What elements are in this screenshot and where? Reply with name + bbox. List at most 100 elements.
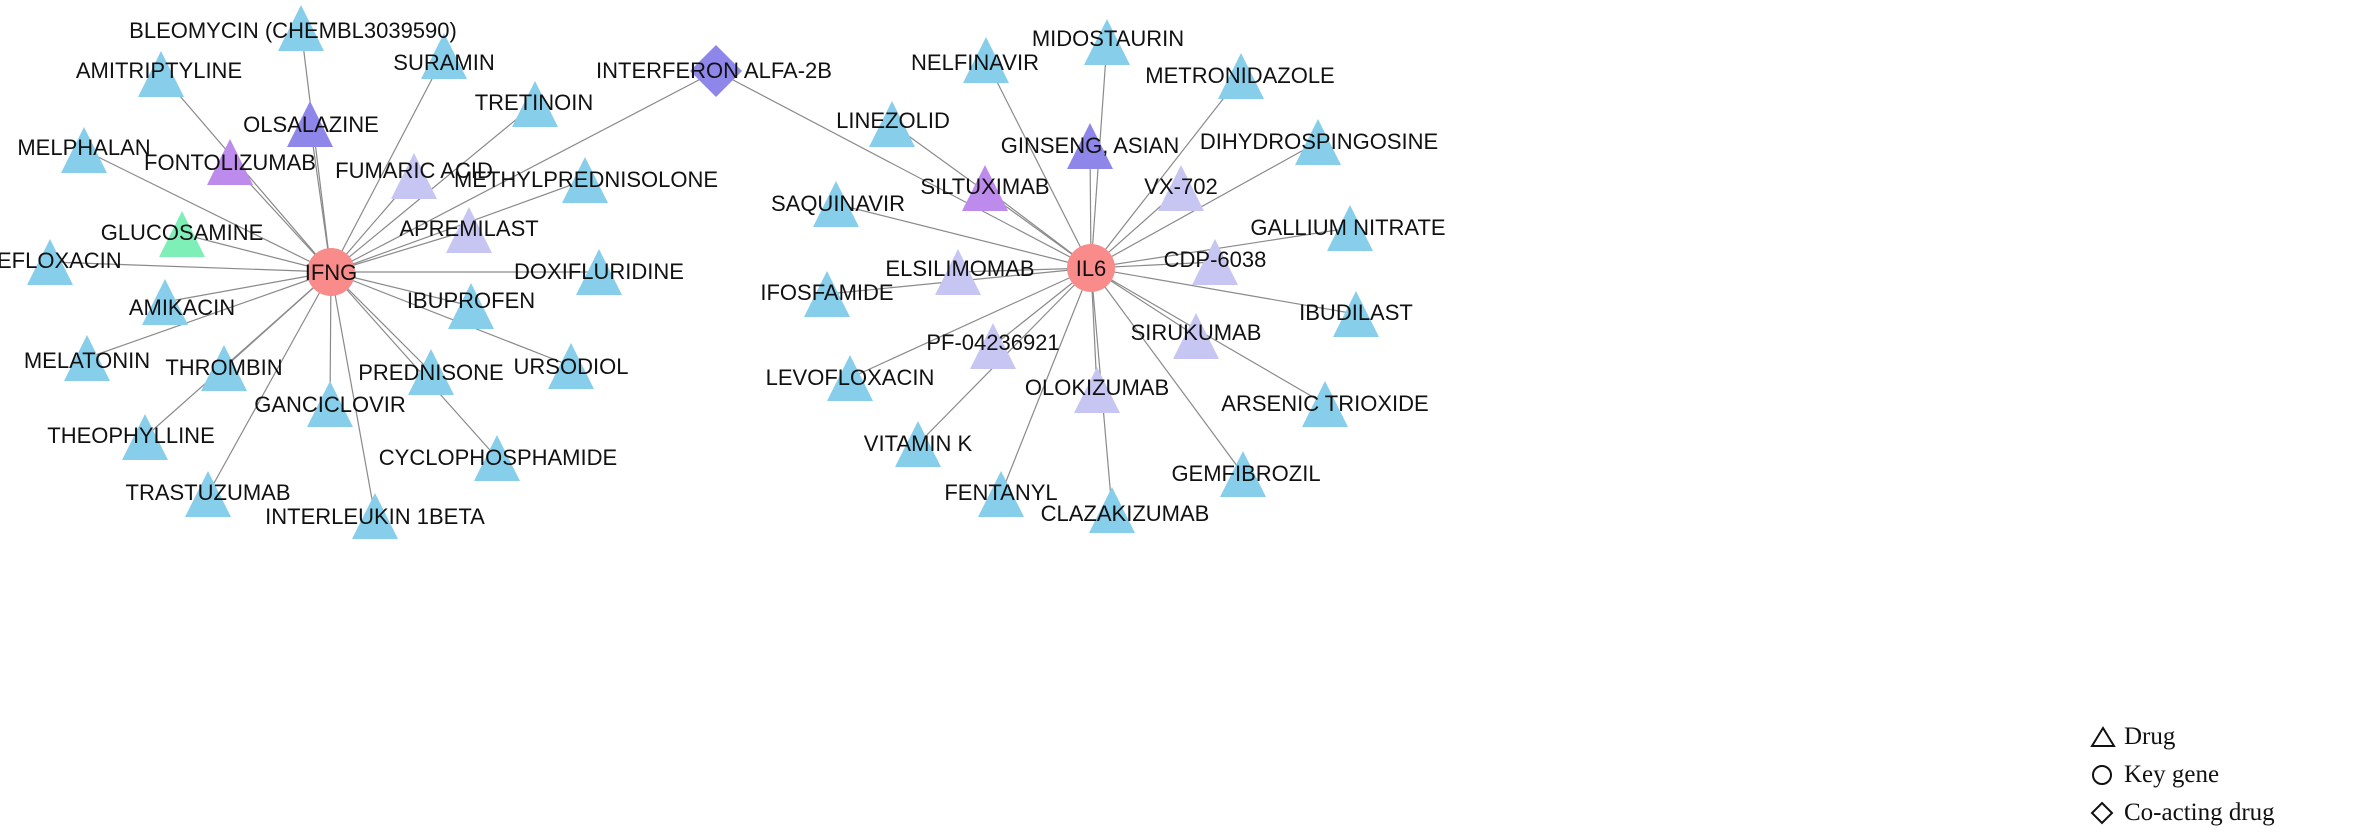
drug-label-ibuprofen: IBUPROFEN [407, 288, 535, 313]
drug-node-ginseng-asian [1067, 123, 1113, 169]
drug-label-cdp-6038: CDP-6038 [1164, 247, 1267, 272]
edge-saquinavir-il6 [835, 203, 1092, 269]
drug-node-fentanyl [978, 471, 1024, 517]
drug-node-vx-702 [1158, 165, 1204, 211]
edge-melphalan-ifng [83, 149, 332, 273]
edge-fentanyl-il6 [1000, 267, 1092, 495]
drug-node-glucosamine [159, 211, 205, 257]
drug-label-olokizumab: OLOKIZUMAB [1025, 375, 1169, 400]
triangle-icon [2090, 725, 2124, 749]
drug-node-saquinavir [813, 181, 859, 227]
drug-label-gemfibrozil: GEMFIBROZIL [1171, 461, 1320, 486]
legend-item-gene: Key gene [2090, 756, 2275, 794]
drug-node-amikacin [142, 279, 188, 325]
edge-olsalazine-ifng [309, 123, 332, 273]
drug-node-tretinoin [512, 81, 558, 127]
edge-theophylline-ifng [144, 271, 332, 438]
drug-node-prednisone [408, 349, 454, 395]
drug-node-doxifluridine [576, 249, 622, 295]
drug-node-linezolid [869, 101, 915, 147]
drug-label-levofloxacin: LEVOFLOXACIN [766, 365, 935, 390]
edge-apremilast-ifng [330, 229, 470, 273]
edge-glucosamine-ifng [181, 233, 332, 273]
drug-node-apremilast [446, 207, 492, 253]
drug-label-olsalazine: OLSALAZINE [243, 112, 379, 137]
drug-node-trastuzumab [185, 471, 231, 517]
drug-label-ginseng-asian: GINSENG, ASIAN [1001, 133, 1180, 158]
drug-label-melatonin: MELATONIN [24, 348, 150, 373]
edge-layer [49, 27, 1357, 517]
drug-label-vitamin-k: VITAMIN K [864, 431, 973, 456]
drug-node-clazakizumab [1089, 487, 1135, 533]
drug-node-pf-04236921 [970, 323, 1016, 369]
gene-label-il6: IL6 [1076, 256, 1107, 281]
drug-label-suramin: SURAMIN [393, 50, 494, 75]
drug-label-midostaurin: MIDOSTAURIN [1032, 26, 1184, 51]
edge-pefloxacin-ifng [49, 261, 332, 273]
drug-label-tretinoin: TRETINOIN [475, 90, 594, 115]
drug-label-sirukumab: SIRUKUMAB [1131, 320, 1262, 345]
drug-node-siltuximab [962, 165, 1008, 211]
drug-node-cyclophosphamide [474, 435, 520, 481]
edge-arsenic-trioxide-il6 [1090, 267, 1326, 405]
drug-node-theophylline [122, 414, 168, 460]
drug-label-ibudilast: IBUDILAST [1299, 300, 1413, 325]
drug-node-melatonin [64, 335, 110, 381]
drug-label-cyclophosphamide: CYCLOPHOSPHAMIDE [379, 445, 617, 470]
drug-node-olsalazine [287, 101, 333, 147]
drug-label-trastuzumab: TRASTUZUMAB [126, 480, 291, 505]
node-layer [27, 5, 1379, 539]
edge-co-acting-ifng [330, 70, 717, 273]
gene-node-il6 [1067, 244, 1115, 292]
drug-node-bleomycin-chembl3039590 [278, 5, 324, 51]
drug-node-fontolizumab [207, 139, 253, 185]
circle-icon [2090, 763, 2124, 787]
drug-node-olokizumab [1074, 367, 1120, 413]
drug-node-levofloxacin [827, 355, 873, 401]
edge-methylprednisolone-ifng [330, 179, 586, 273]
edge-bleomycin-chembl3039590-ifng [300, 27, 332, 273]
edge-tretinoin-ifng [330, 103, 536, 273]
co-acting-label: INTERFERON ALFA-2B [596, 58, 832, 83]
drug-label-glucosamine: GLUCOSAMINE [101, 220, 264, 245]
edge-melatonin-ifng [86, 271, 332, 359]
edge-suramin-ifng [330, 55, 445, 273]
drug-label-fumaric-acid: FUMARIC ACID [335, 158, 493, 183]
drug-label-doxifluridine: DOXIFLURIDINE [514, 259, 684, 284]
legend-label-gene: Key gene [2124, 761, 2220, 788]
edge-dihydrospingosine-il6 [1090, 141, 1319, 269]
edge-amikacin-ifng [164, 271, 332, 303]
drug-node-ganciclovir [307, 381, 353, 427]
edge-gallium-nitrate-il6 [1090, 227, 1351, 269]
drug-node-ursodiol [548, 343, 594, 389]
drug-node-sirukumab [1173, 313, 1219, 359]
drug-label-nelfinavir: NELFINAVIR [911, 50, 1039, 75]
drug-node-metronidazole [1218, 53, 1264, 99]
drug-label-saquinavir: SAQUINAVIR [771, 191, 905, 216]
legend-item-drug: Drug [2090, 718, 2275, 756]
drug-node-ifosfamide [804, 271, 850, 317]
drug-node-nelfinavir [963, 37, 1009, 83]
drug-node-suramin [421, 33, 467, 79]
drug-label-bleomycin-chembl3039590: BLEOMYCIN (CHEMBL3039590) [129, 18, 457, 43]
drug-label-pefloxacin: PEFLOXACIN [0, 248, 122, 273]
edge-interleukin-1beta-ifng [330, 271, 376, 517]
edge-cyclophosphamide-ifng [330, 271, 498, 459]
drug-node-melphalan [61, 127, 107, 173]
edge-trastuzumab-ifng [207, 271, 332, 495]
drug-label-apremilast: APREMILAST [399, 216, 538, 241]
drug-node-ibuprofen [448, 283, 494, 329]
drug-node-thrombin [201, 345, 247, 391]
diamond-icon [2090, 801, 2124, 825]
drug-label-linezolid: LINEZOLID [836, 108, 950, 133]
drug-label-dihydrospingosine: DIHYDROSPINGOSINE [1200, 129, 1438, 154]
drug-label-ganciclovir: GANCICLOVIR [254, 392, 406, 417]
drug-node-cdp-6038 [1192, 239, 1238, 285]
edge-nelfinavir-il6 [985, 59, 1092, 269]
legend-label-co-acting: Co-acting drug [2124, 799, 2275, 826]
edge-ibudilast-il6 [1090, 267, 1357, 315]
drug-node-midostaurin [1084, 19, 1130, 65]
drug-node-interleukin-1beta [352, 493, 398, 539]
